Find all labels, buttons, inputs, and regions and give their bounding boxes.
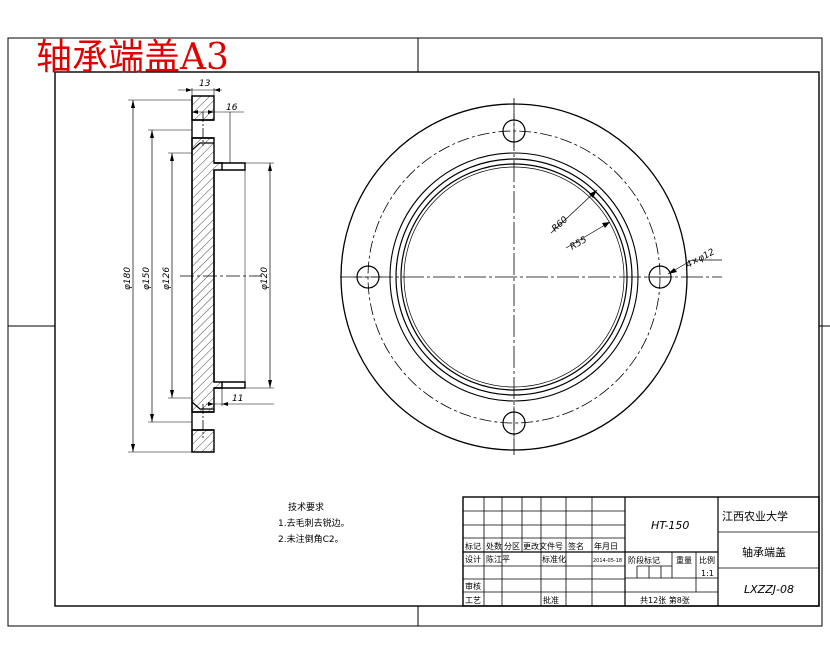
outer-frame <box>7 37 823 627</box>
tb-material: HT-150 <box>651 519 689 532</box>
tb-school: 江西农业大学 <box>722 509 788 523</box>
tech-note-1: 1.去毛刺去锐边。 <box>278 519 350 529</box>
dim-dia126: φ126 <box>162 267 172 290</box>
drawing-title: 轴承端盖A3 <box>36 37 229 78</box>
tb-r-process: 工艺 <box>465 596 481 605</box>
front-view <box>340 98 722 455</box>
frame-center-marks <box>8 38 830 626</box>
tb-h-count: 处数 <box>486 541 502 551</box>
tb-sheets: 共12张 第8张 <box>640 595 690 605</box>
dim-16: 16 <box>226 103 238 113</box>
tb-r-approve: 批准 <box>543 595 559 605</box>
tb-h-scale: 比例 <box>699 555 715 565</box>
tb-r-design: 设计 <box>465 554 481 564</box>
tb-date-val: 2014-05-18 <box>593 558 622 564</box>
tb-part-name: 轴承端盖 <box>742 545 786 559</box>
dim-holes: 4×φ12 <box>685 247 717 270</box>
tb-r-standard: 标准化 <box>542 554 566 564</box>
tb-h-stage-mark: 阶段标记 <box>628 555 660 565</box>
tb-r-review: 审核 <box>465 581 481 591</box>
dim-r55: R55 <box>569 235 590 253</box>
tech-note-2: 2.未注倒角C2。 <box>278 535 344 545</box>
section-view <box>128 88 274 453</box>
dim-dia180: φ180 <box>123 267 133 290</box>
inner-frame <box>54 71 820 607</box>
tb-drawing-no: LXZZJ-08 <box>744 583 794 596</box>
dim-11: 11 <box>232 394 243 404</box>
technical-requirements: 技术要求 1.去毛刺去锐边。 2.未注倒角C2。 <box>278 500 350 548</box>
tb-h-date: 年月日 <box>594 541 618 551</box>
tb-scale: 1:1 <box>701 569 714 578</box>
tb-h-weight: 重量 <box>676 555 692 565</box>
tech-notes-heading: 技术要求 <box>288 503 325 513</box>
tb-h-zone: 分区 <box>504 542 520 551</box>
dim-13: 13 <box>199 79 211 89</box>
title-block <box>462 496 820 607</box>
dim-dia150: φ150 <box>142 267 152 290</box>
tb-h-change-doc: 更改文件号 <box>523 541 563 551</box>
dim-dia120: φ120 <box>260 267 270 290</box>
tb-designer: 陈江平 <box>486 554 510 564</box>
tb-h-sign: 签名 <box>568 541 584 551</box>
tb-h-mark: 标记 <box>465 541 481 551</box>
